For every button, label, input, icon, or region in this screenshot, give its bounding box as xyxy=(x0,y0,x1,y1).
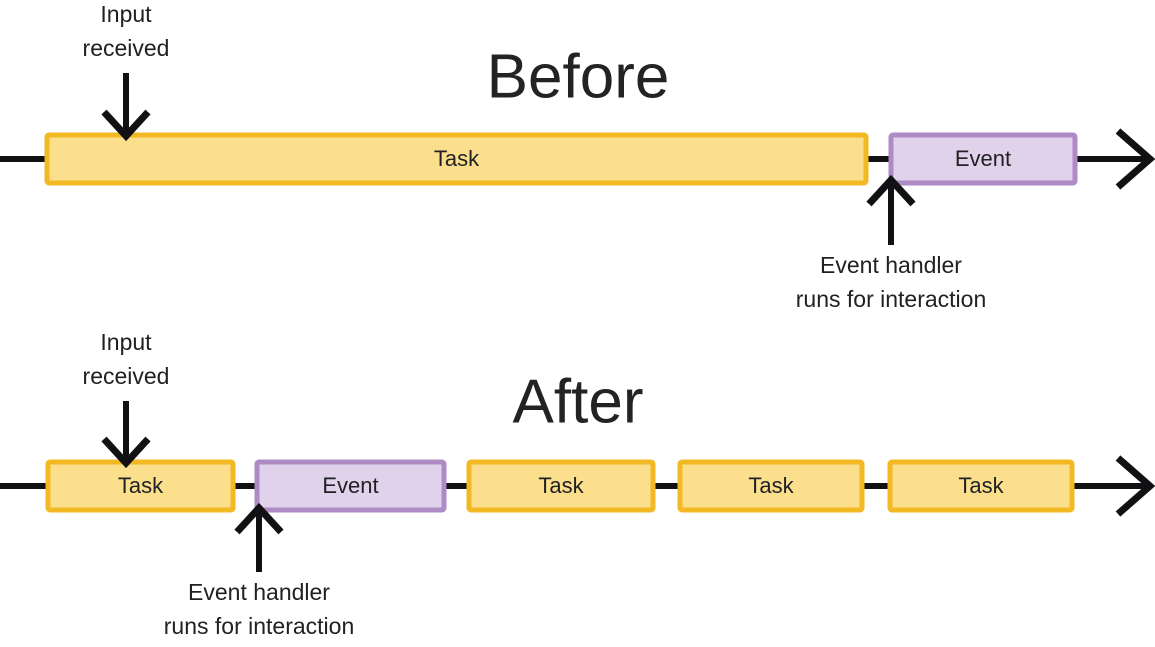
before-event-handler-line1: Event handler xyxy=(820,252,962,278)
before-input-received-line1: Input xyxy=(100,1,152,27)
before-section: Before Task Event Input received xyxy=(0,1,1155,312)
after-task-rect-2[interactable] xyxy=(466,459,656,513)
after-event-handler-line1: Event handler xyxy=(188,579,330,605)
after-input-arrow-head-down-icon xyxy=(101,436,151,469)
after-event-rect[interactable] xyxy=(254,459,447,513)
before-input-received-line2: received xyxy=(83,35,170,61)
after-task-block-3[interactable]: Task xyxy=(677,459,865,513)
after-title: After xyxy=(513,367,644,436)
before-task-rect[interactable] xyxy=(44,132,869,186)
after-task-block-2[interactable]: Task xyxy=(466,459,656,513)
after-section: After Task Event Task xyxy=(0,329,1155,639)
before-task-label: Task xyxy=(434,146,480,171)
after-task-label-1: Task xyxy=(118,473,164,498)
after-input-received-annotation: Input received xyxy=(83,329,170,469)
before-event-block[interactable]: Event xyxy=(888,132,1078,186)
after-task-label-3: Task xyxy=(748,473,794,498)
before-event-handler-arrow-head-up-icon xyxy=(866,174,916,207)
after-task-block-1[interactable]: Task xyxy=(45,459,236,513)
before-input-arrow-head-down-icon xyxy=(101,109,151,142)
after-task-rect-1[interactable] xyxy=(45,459,236,513)
after-task-block-4[interactable]: Task xyxy=(887,459,1075,513)
before-event-handler-line2: runs for interaction xyxy=(796,286,986,312)
before-event-rect[interactable] xyxy=(888,132,1078,186)
after-event-handler-line2: runs for interaction xyxy=(164,613,354,639)
after-axis-arrowhead xyxy=(1115,455,1155,517)
before-axis-arrowhead xyxy=(1115,128,1155,190)
after-task-rect-3[interactable] xyxy=(677,459,865,513)
after-event-handler-arrow-head-up-icon xyxy=(234,502,284,535)
after-event-label: Event xyxy=(322,473,378,498)
before-title: Before xyxy=(487,42,670,111)
after-task-label-2: Task xyxy=(538,473,584,498)
after-input-received-line2: received xyxy=(83,363,170,389)
before-task-block[interactable]: Task xyxy=(44,132,869,186)
after-task-rect-4[interactable] xyxy=(887,459,1075,513)
after-event-handler-annotation: Event handler runs for interaction xyxy=(164,502,354,639)
after-event-block[interactable]: Event xyxy=(254,459,447,513)
after-input-received-line1: Input xyxy=(100,329,152,355)
before-event-handler-annotation: Event handler runs for interaction xyxy=(796,174,986,312)
before-input-received-annotation: Input received xyxy=(83,1,170,142)
after-task-label-4: Task xyxy=(958,473,1004,498)
before-event-label: Event xyxy=(955,146,1011,171)
